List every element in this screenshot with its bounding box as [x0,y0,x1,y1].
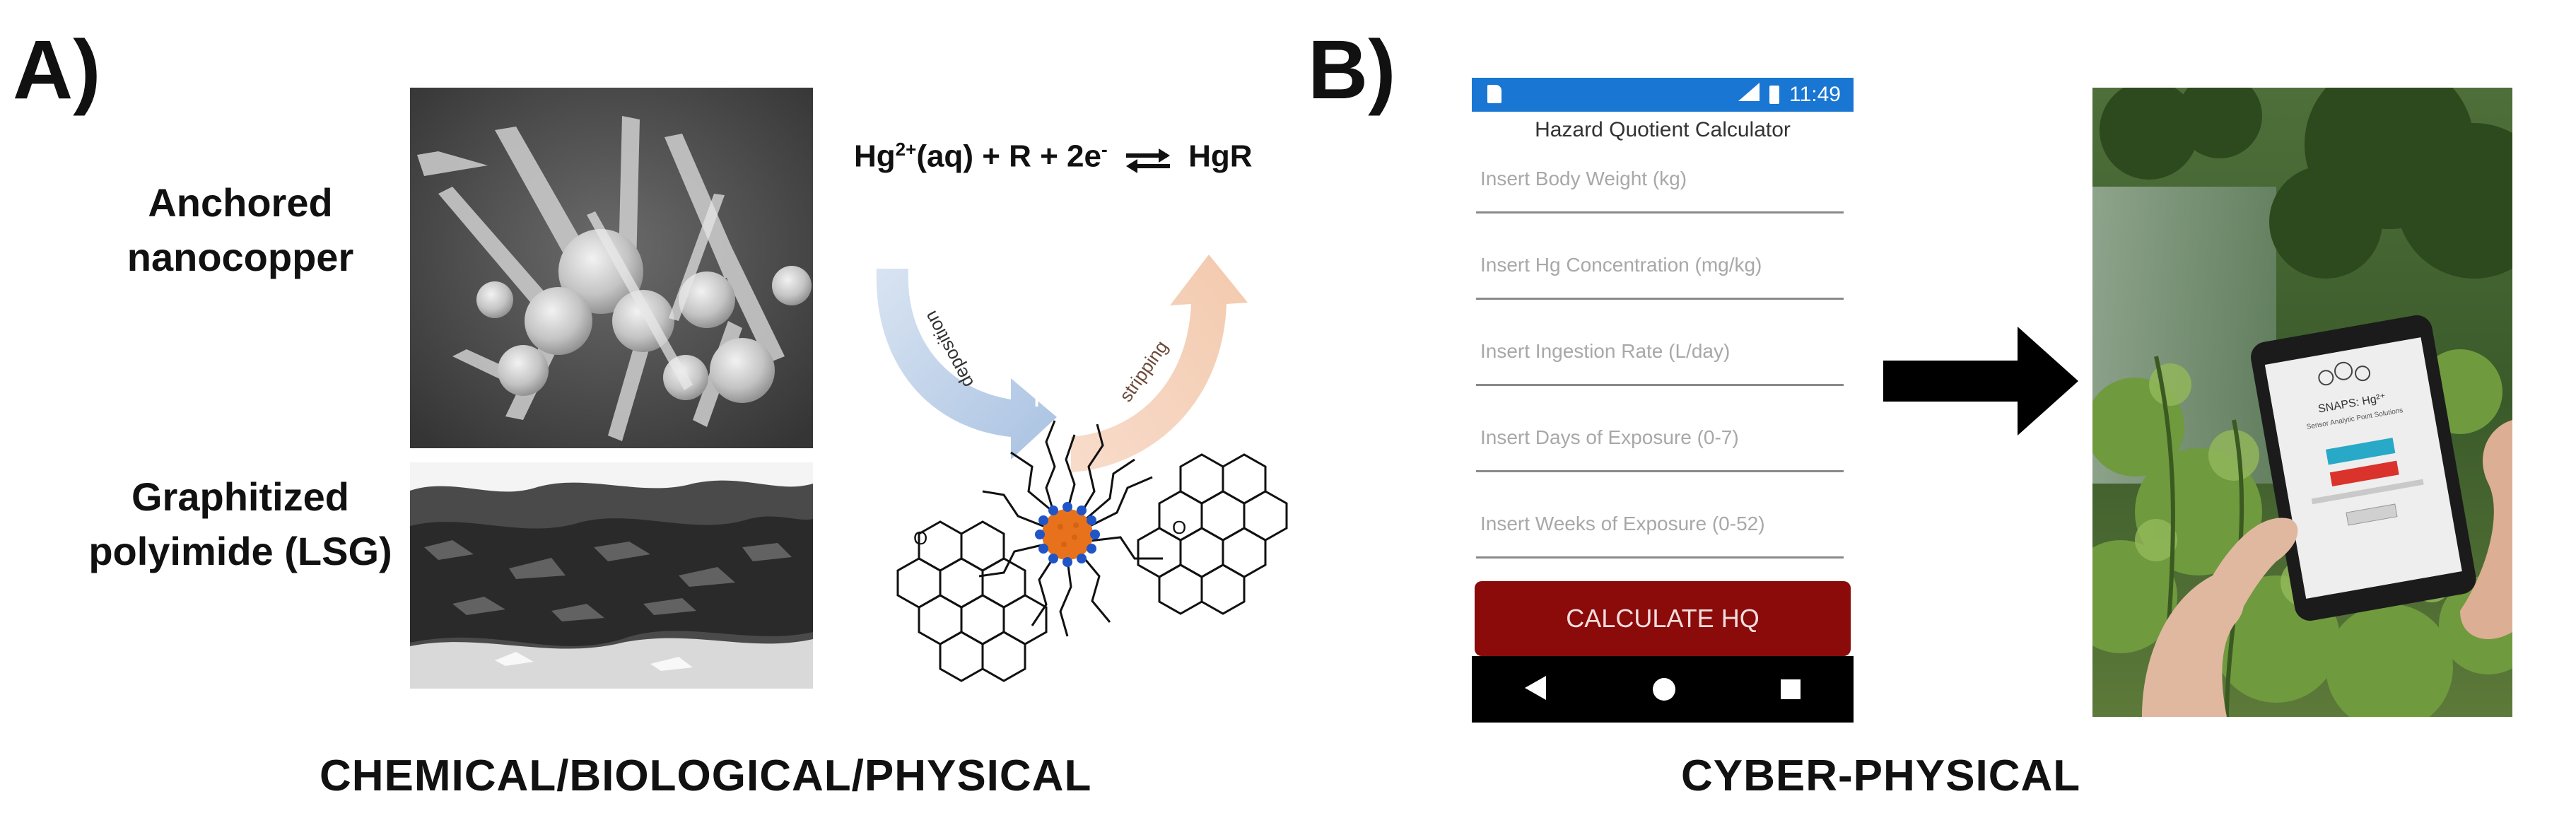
caption-cyber-physical: CYBER-PHYSICAL [1681,752,2081,800]
label-line: nanocopper [127,235,354,280]
app-title: Hazard Quotient Calculator [1535,118,1791,141]
equilibrium-arrows-icon [1123,146,1173,174]
svg-text:O: O [1172,517,1186,538]
sem-image-lsg [410,462,813,689]
body-weight-input[interactable]: Insert Body Weight (kg) [1476,146,1844,214]
signal-icon [1738,83,1760,107]
hg-ion-label: Hg2+ [1034,390,1079,411]
days-exposure-input[interactable]: Insert Days of Exposure (0-7) [1476,404,1844,472]
graphene-left: O [896,520,1048,682]
home-icon[interactable] [1652,678,1675,701]
phone-screen: 11:49 Hazard Quotient Calculator Insert … [1472,78,1854,723]
eq-reactants: (aq) + R + 2e [916,139,1101,174]
panel-a-letter: A) [13,23,101,117]
nanoparticle-schematic: deposition stripping Hg2+ [870,255,1308,707]
android-nav-bar [1472,656,1854,723]
label-graphitized-polyimide: Graphitized polyimide (LSG) [78,469,403,579]
eq-hg: Hg [854,139,896,174]
weeks-exposure-input[interactable]: Insert Weeks of Exposure (0-52) [1476,491,1844,559]
label-line: Anchored [148,180,333,225]
eq-electron-sign: - [1101,139,1108,160]
svg-text:O: O [913,527,927,549]
label-line: polyimide (LSG) [88,529,392,574]
recents-icon[interactable] [1781,679,1801,699]
label-line: Graphitized [131,474,350,519]
status-bar: 11:49 [1472,78,1854,112]
stripping-arrow [1071,255,1248,472]
sem-image-nanocopper [410,88,813,448]
deposition-arrow [876,269,1057,460]
calculate-hq-button[interactable]: CALCULATE HQ [1475,581,1851,656]
hg-concentration-input[interactable]: Insert Hg Concentration (mg/kg) [1476,232,1844,300]
status-time: 11:49 [1789,83,1841,106]
eq-charge: 2+ [895,139,917,160]
reaction-equation: Hg2+(aq) + R + 2e- HgR [854,139,1253,175]
right-arrow-icon [1883,327,2078,436]
field-photo-tablet: SNAPS: Hg²⁺ Sensor Analytic Point Soluti… [2092,88,2512,717]
caption-chemical: CHEMICAL/BIOLOGICAL/PHYSICAL [320,752,1092,800]
ingestion-rate-input[interactable]: Insert Ingestion Rate (L/day) [1476,318,1844,386]
sim-card-icon [1487,85,1501,103]
graphene-right: O [1137,453,1288,615]
label-anchored-nanocopper: Anchored nanocopper [106,175,375,285]
nanoparticle [1035,502,1100,567]
eq-product: HgR [1188,139,1253,174]
panel-b-letter: B) [1308,23,1396,117]
back-icon[interactable] [1524,675,1547,703]
battery-icon [1769,86,1780,104]
